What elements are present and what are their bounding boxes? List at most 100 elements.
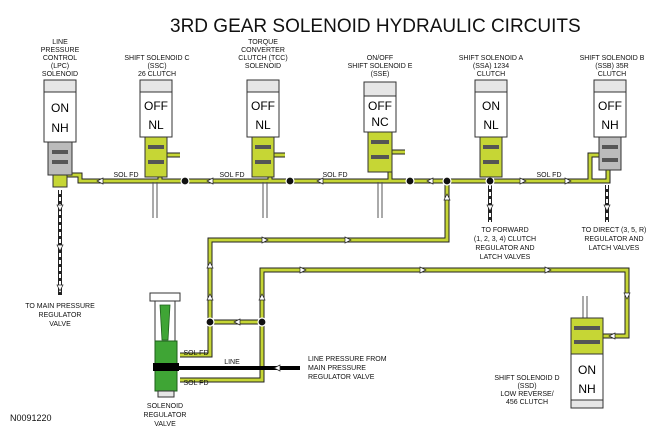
arrow-up-icon	[258, 293, 266, 301]
sse-name-3: (SSE)	[371, 71, 390, 78]
pipe-labels: SOL FD SOL FD SOL FD SOL FD SOL FD LINE …	[113, 172, 561, 387]
forward-callout-1: TO FORWARD	[481, 227, 528, 234]
arrow-right-icon	[261, 236, 269, 244]
ssd-state-2: NH	[578, 382, 595, 396]
lpc-name-5: SOLENOID	[42, 71, 78, 78]
sol-fd-label: SOL FD	[183, 350, 208, 357]
regulator-callout-2: REGULATOR	[144, 412, 187, 419]
arrow-down-icon	[603, 204, 611, 212]
sol-fd-label: SOL FD	[219, 172, 244, 179]
junction-dot	[180, 176, 190, 186]
solenoid-regulator-valve	[149, 292, 181, 398]
direct-callout-2: REGULATOR AND	[584, 236, 643, 243]
main-pressure-callout-2: REGULATOR	[39, 312, 82, 319]
ssd-name-4: 456 CLUTCH	[506, 399, 548, 406]
solenoid-lpc: ON NH	[43, 79, 77, 188]
ssc-name-3: 26 CLUTCH	[138, 71, 176, 78]
arrow-right-icon	[299, 266, 307, 274]
solenoid-ssb: OFF NH	[593, 79, 627, 171]
ssa-name-3: CLUTCH	[477, 71, 505, 78]
line-pressure-callout-3: REGULATOR VALVE	[308, 374, 375, 381]
pipes-fill	[60, 150, 629, 382]
solenoid-ssc: OFF NL	[139, 79, 173, 178]
ssb-state-1: OFF	[598, 99, 622, 113]
ssa-state-2: NL	[483, 118, 499, 132]
ssa-name-2: (SSA) 1234	[473, 63, 509, 70]
sol-fd-label: SOL FD	[536, 172, 561, 179]
sol-fd-label: SOL FD	[322, 172, 347, 179]
sse-state-2: NC	[371, 115, 389, 129]
ssc-state-1: OFF	[144, 99, 168, 113]
tcc-name-4: SOLENOID	[245, 63, 281, 70]
callouts: TO MAIN PRESSURE REGULATOR VALVE TO FORW…	[25, 227, 646, 428]
direct-callout-1: TO DIRECT (3, 5, R)	[582, 227, 647, 234]
ssb-name-3: CLUTCH	[598, 71, 626, 78]
line-pressure-callout-2: MAIN PRESSURE	[308, 365, 366, 372]
arrow-left-icon	[96, 177, 104, 185]
ssa-name-1: SHIFT SOLENOID A	[459, 55, 524, 62]
junction-dot	[442, 176, 452, 186]
arrow-right-icon	[419, 266, 427, 274]
arrow-down-icon	[56, 244, 64, 252]
arrow-up-icon	[443, 193, 451, 201]
tcc-name-3: CLUTCH (TCC)	[238, 55, 287, 62]
ssd-state-1: ON	[578, 363, 596, 377]
line-label: LINE	[224, 359, 240, 366]
junction-dot	[485, 176, 495, 186]
forward-callout-2: (1, 2, 3, 4) CLUTCH	[474, 236, 536, 243]
solenoid-labels: LINE PRESSURE CONTROL (LPC) SOLENOID SHI…	[41, 39, 645, 406]
arrow-left-icon	[273, 364, 281, 372]
sol-fd-label: SOL FD	[113, 172, 138, 179]
solenoid-tcc: OFF NL	[246, 79, 280, 178]
main-pressure-callout-3: VALVE	[49, 321, 71, 328]
junction-dot	[205, 317, 215, 327]
regulator-callout-1: SOLENOID	[147, 403, 183, 410]
arrow-right-icon	[344, 236, 352, 244]
arrow-down-icon	[56, 284, 64, 292]
junction-dot	[285, 176, 295, 186]
arrow-down-icon	[56, 204, 64, 212]
arrow-down-icon	[486, 204, 494, 212]
ssa-state-1: ON	[482, 99, 500, 113]
lpc-name-1: LINE	[52, 39, 68, 46]
solenoid-ssa: ON NL	[474, 79, 508, 178]
ssd-name-2: (SSD)	[517, 383, 536, 390]
forward-callout-3: REGULATOR AND	[475, 245, 534, 252]
sol-fd-label: SOL FD	[183, 380, 208, 387]
junction-dot	[257, 317, 267, 327]
lpc-state-1: ON	[51, 101, 69, 115]
arrow-right-icon	[564, 177, 572, 185]
solenoid-sse: OFF NC	[363, 81, 397, 173]
sse-name-1: ON/OFF	[367, 55, 393, 62]
ssd-name-3: LOW REVERSE/	[500, 391, 553, 398]
lpc-name-2: PRESSURE	[41, 47, 80, 54]
ssc-state-2: NL	[148, 118, 164, 132]
tcc-name-1: TORQUE	[248, 39, 278, 46]
tcc-state-1: OFF	[251, 99, 275, 113]
pipes-outline	[60, 149, 630, 383]
arrow-right-icon	[519, 177, 527, 185]
sse-name-2: SHIFT SOLENOID E	[348, 63, 413, 70]
lpc-name-4: (LPC)	[51, 63, 69, 70]
direct-callout-3: LATCH VALVES	[589, 245, 640, 252]
arrow-left-icon	[608, 332, 616, 340]
line-pressure-callout-1: LINE PRESSURE FROM	[308, 356, 387, 363]
tcc-state-2: NL	[255, 118, 271, 132]
arrow-up-icon	[206, 293, 214, 301]
ssc-name-1: SHIFT SOLENOID C	[124, 55, 189, 62]
diagram-title: 3RD GEAR SOLENOID HYDRAULIC CIRCUITS	[170, 16, 581, 37]
arrow-right-icon	[544, 266, 552, 274]
regulator-callout-3: VALVE	[154, 421, 176, 428]
flow-arrows	[56, 177, 631, 372]
tcc-name-2: CONVERTER	[241, 47, 285, 54]
ssb-state-2: NH	[601, 118, 618, 132]
lpc-state-2: NH	[51, 121, 68, 135]
arrow-left-icon	[206, 177, 214, 185]
main-pressure-callout-1: TO MAIN PRESSURE	[25, 303, 95, 310]
lpc-name-3: CONTROL	[43, 55, 77, 62]
arrow-left-icon	[426, 177, 434, 185]
solenoid-ssd: ON NH	[570, 317, 604, 409]
forward-callout-4: LATCH VALVES	[480, 254, 531, 261]
arrow-down-icon	[623, 292, 631, 300]
